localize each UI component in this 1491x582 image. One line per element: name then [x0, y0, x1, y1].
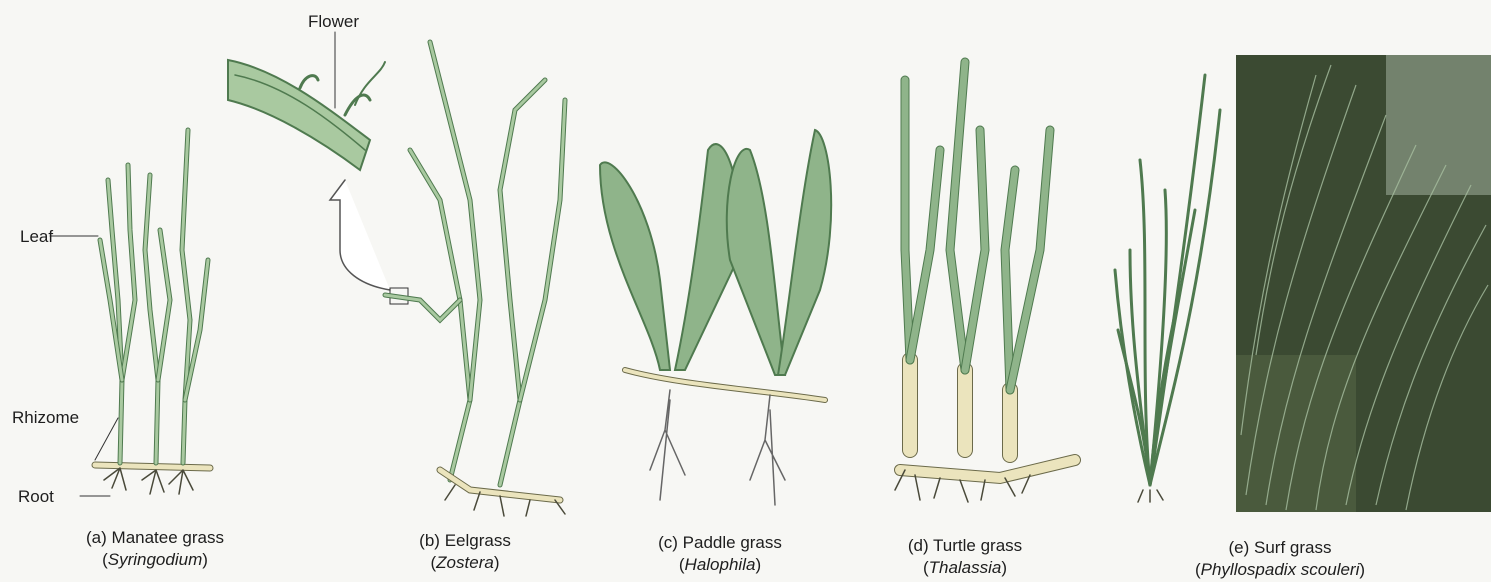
flower-label: Flower — [308, 13, 359, 30]
eelgrass-drawing — [228, 32, 565, 516]
genus-d: Thalassia — [929, 558, 1002, 577]
surf-grass-photo — [1236, 55, 1491, 512]
turtle-grass-drawing — [895, 62, 1075, 502]
genus-a: Syringodium — [108, 550, 203, 569]
leaf-label: Leaf — [20, 228, 53, 245]
genus-c: Halophila — [685, 555, 756, 574]
caption-d: (d) Turtle grass (Thalassia) — [885, 535, 1045, 579]
caption-a: (a) Manatee grass (Syringodium) — [60, 527, 250, 571]
paddle-grass-drawing — [600, 130, 831, 505]
root-label: Root — [18, 488, 54, 505]
rhizome-label: Rhizome — [12, 409, 79, 426]
genus-e: Phyllospadix scouleri — [1201, 560, 1360, 579]
surf-grass-drawing — [1115, 75, 1220, 502]
caption-c: (c) Paddle grass (Halophila) — [635, 532, 805, 576]
manatee-grass-drawing — [50, 130, 210, 496]
caption-b: (b) Eelgrass (Zostera) — [395, 530, 535, 574]
caption-e: (e) Surf grass (Phyllospadix scouleri) — [1150, 537, 1410, 581]
genus-b: Zostera — [436, 553, 494, 572]
